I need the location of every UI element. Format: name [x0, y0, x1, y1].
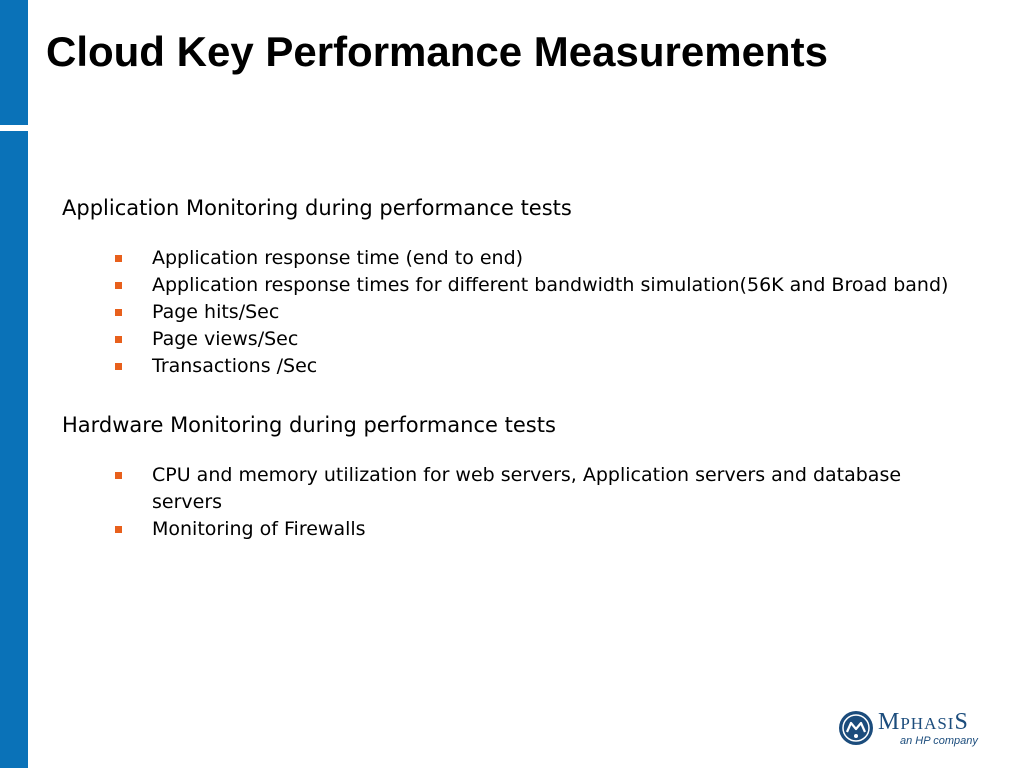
list-item: Application response time (end to end)	[62, 245, 962, 272]
list-item: Transactions /Sec	[62, 353, 962, 380]
slide-content: Application Monitoring during performanc…	[62, 193, 962, 543]
bullet-list-hardware: CPU and memory utilization for web serve…	[62, 462, 962, 543]
square-bullet-icon	[115, 255, 122, 262]
square-bullet-icon	[115, 282, 122, 289]
bullet-text: Application response times for different…	[152, 274, 949, 296]
slide-title: Cloud Key Performance Measurements	[46, 28, 828, 75]
list-item: Application response times for different…	[62, 272, 962, 299]
logo-tagline: an HP company	[900, 735, 978, 747]
section-spacer	[62, 380, 962, 410]
bullet-text: Transactions /Sec	[152, 355, 318, 377]
section-heading-application: Application Monitoring during performanc…	[62, 196, 572, 220]
square-bullet-icon	[115, 309, 122, 316]
list-item: Monitoring of Firewalls	[62, 516, 962, 543]
mphasis-logo: MPHASIS an HP company	[838, 708, 988, 750]
bullet-list-application: Application response time (end to end) A…	[62, 245, 962, 380]
section-heading-hardware: Hardware Monitoring during performance t…	[62, 413, 556, 437]
bullet-text: Page hits/Sec	[152, 301, 280, 323]
square-bullet-icon	[115, 336, 122, 343]
left-accent-bar-top	[0, 0, 28, 125]
square-bullet-icon	[115, 526, 122, 533]
list-item: CPU and memory utilization for web serve…	[62, 462, 962, 516]
mphasis-globe-icon	[839, 711, 873, 745]
square-bullet-icon	[115, 363, 122, 370]
bullet-text: Monitoring of Firewalls	[152, 518, 366, 540]
logo-wordmark: MPHASIS	[878, 709, 969, 735]
list-item: Page hits/Sec	[62, 299, 962, 326]
bullet-text: Page views/Sec	[152, 328, 299, 350]
left-accent-bar-bottom	[0, 131, 28, 768]
list-item: Page views/Sec	[62, 326, 962, 353]
bullet-text: CPU and memory utilization for web serve…	[152, 464, 902, 513]
square-bullet-icon	[115, 472, 122, 479]
bullet-text: Application response time (end to end)	[152, 247, 524, 269]
